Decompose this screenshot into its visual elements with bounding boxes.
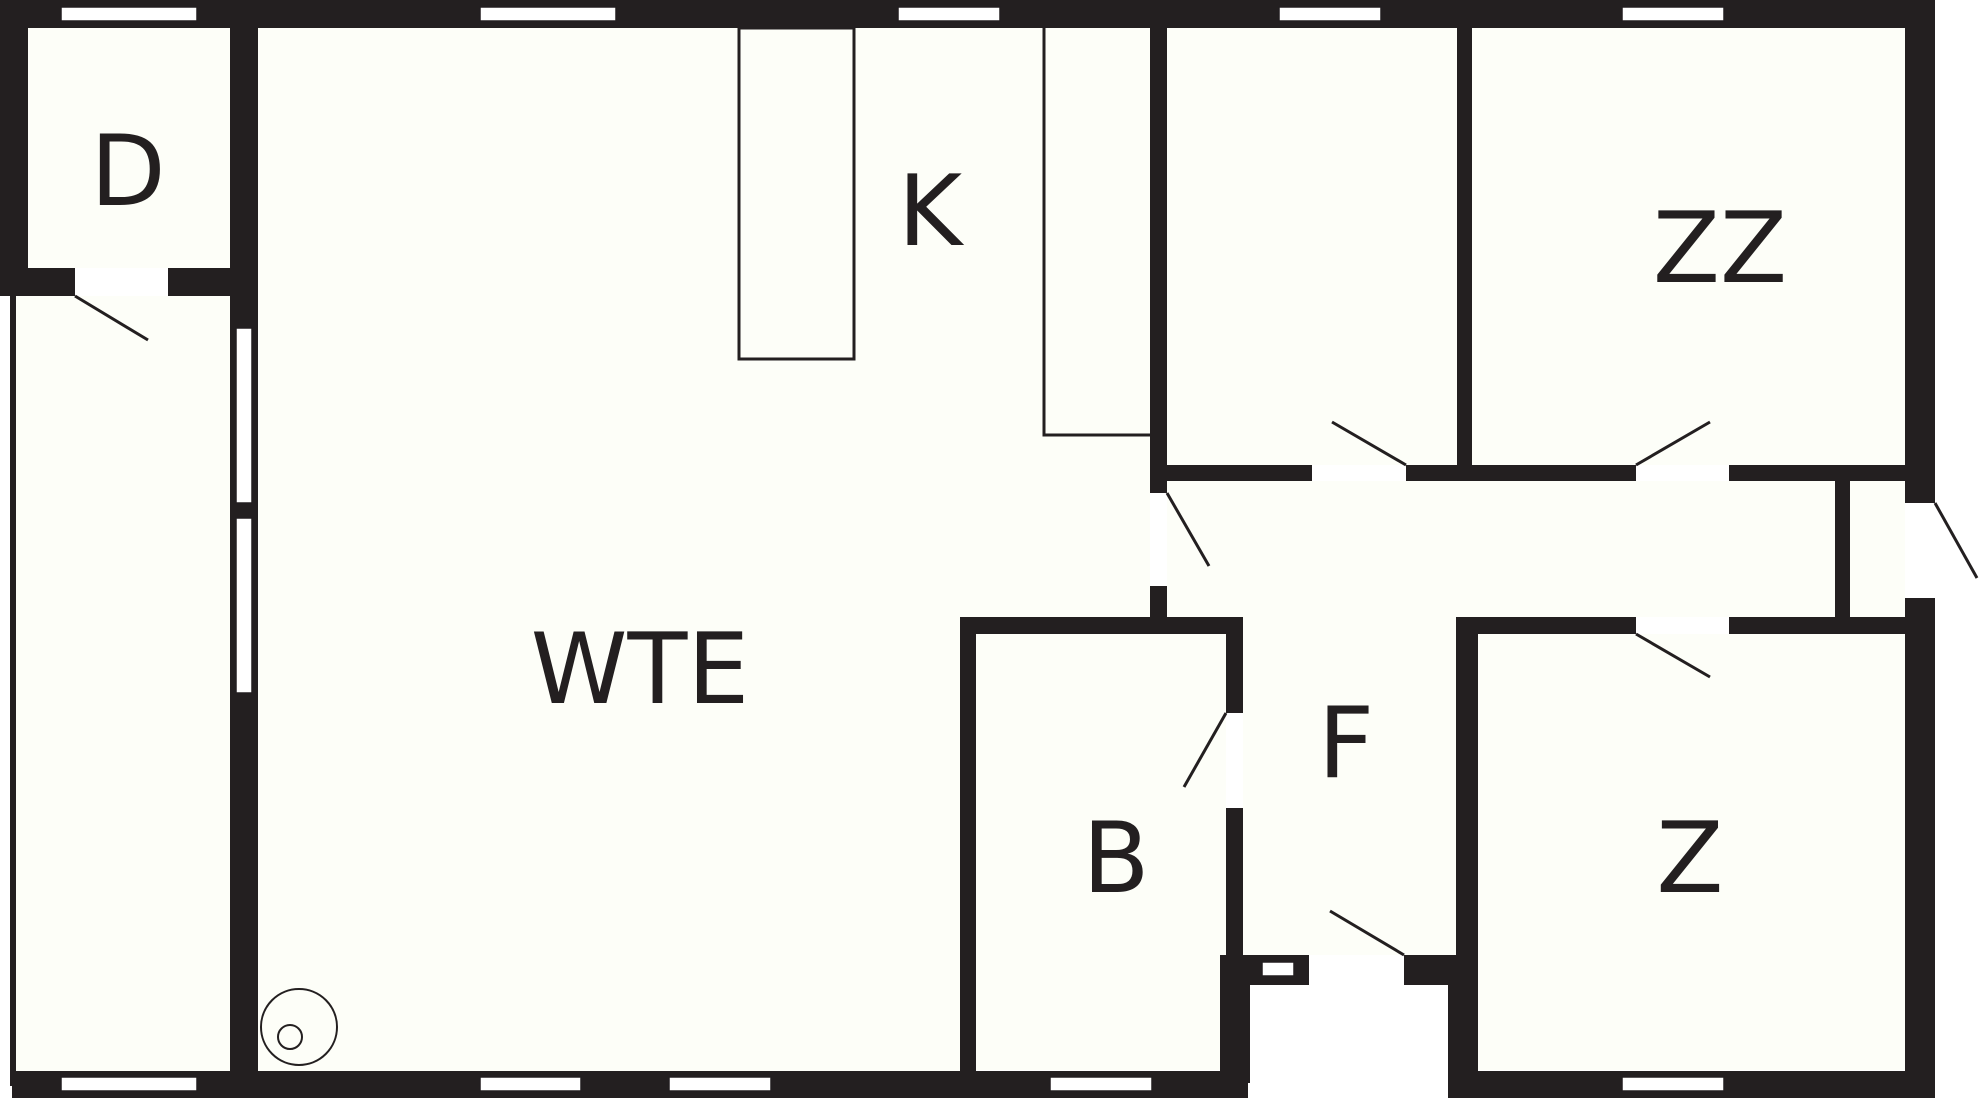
door-opening-entrance xyxy=(1309,955,1404,985)
floor-room-upper xyxy=(1167,28,1457,465)
window-d-top xyxy=(60,6,198,22)
window-bottom-1 xyxy=(60,1076,198,1092)
kitchen-counter-left xyxy=(737,26,856,361)
window-bottom-4 xyxy=(1049,1076,1153,1092)
floor-wte-k xyxy=(258,28,1157,1071)
door-opening-zz xyxy=(1636,465,1729,481)
wall-b-right-top xyxy=(1226,617,1243,713)
window-top-2 xyxy=(897,6,1001,22)
wall-z-top-b xyxy=(1729,617,1919,634)
wall-hall-top-c xyxy=(1729,465,1935,481)
wall-hall-top-b xyxy=(1406,465,1636,481)
door-swing-entrance xyxy=(1329,909,1405,957)
wall-k-divider xyxy=(1150,28,1167,493)
wall-right-lower xyxy=(1905,598,1935,1098)
wall-z-top-a xyxy=(1456,617,1636,634)
window-bottom-3 xyxy=(668,1076,772,1092)
wall-k-divider-lower xyxy=(1150,586,1167,620)
boiler-inner-circle xyxy=(277,1024,303,1050)
wall-b-right-bottom xyxy=(1226,808,1243,955)
door-swing-zz xyxy=(1635,420,1711,467)
room-label-wte: WTE xyxy=(531,613,750,727)
floor-b xyxy=(976,634,1226,1070)
wall-zz-divider xyxy=(1457,28,1472,481)
wall-d-bottom-left xyxy=(0,268,75,296)
door-openings xyxy=(75,268,1935,985)
door-swing-b xyxy=(1182,712,1228,788)
boiler-outer-circle xyxy=(260,988,338,1066)
room-label-k: K xyxy=(898,155,965,269)
door-opening-right xyxy=(1905,503,1935,598)
walls xyxy=(0,0,1935,1098)
door-opening-b xyxy=(1226,713,1243,808)
door-swing-upper xyxy=(1331,420,1407,467)
door-opening-z xyxy=(1636,617,1729,634)
wall-b-left xyxy=(960,617,976,1098)
window-corridor-1 xyxy=(235,327,253,504)
door-opening-kitchen-hall xyxy=(1150,493,1167,586)
window-bottom-5 xyxy=(1621,1076,1725,1092)
wall-corridor-left xyxy=(10,296,16,1086)
room-label-f: F xyxy=(1318,687,1374,801)
wall-d-bottom-right xyxy=(168,268,258,296)
door-swing-right xyxy=(1933,502,1979,579)
window-top-4 xyxy=(1621,6,1725,22)
window-top-3 xyxy=(1278,6,1382,22)
room-label-d: D xyxy=(90,115,165,229)
floor-hall xyxy=(1167,465,1905,985)
window-corridor-2 xyxy=(235,517,253,694)
door-opening-upper xyxy=(1312,465,1406,481)
boiler xyxy=(260,988,338,1066)
door-swing-d xyxy=(74,294,149,342)
door-swing-z xyxy=(1635,632,1711,679)
wall-d-right xyxy=(230,0,258,296)
room-label-z: Z xyxy=(1656,802,1723,916)
kitchen-counters xyxy=(737,26,1150,437)
room-label-b: B xyxy=(1082,802,1149,916)
floor-d xyxy=(28,28,230,268)
wall-hall-top-a xyxy=(1167,465,1312,481)
door-opening-d xyxy=(75,268,168,296)
floor-areas xyxy=(16,28,1906,1071)
door-swing-kitchen-hall xyxy=(1165,492,1211,567)
openings xyxy=(60,6,1725,1092)
door-swings xyxy=(74,294,1979,957)
wall-b-top xyxy=(960,617,1243,634)
wall-right-upper xyxy=(1905,0,1935,503)
room-label-zz: ZZ xyxy=(1653,192,1787,306)
wall-hall-stub xyxy=(1835,481,1850,617)
floor-corridor-left xyxy=(16,296,230,1071)
wall-d-left xyxy=(0,0,28,296)
window-bottom-2 xyxy=(479,1076,582,1092)
window-top-1 xyxy=(479,6,617,22)
kitchen-counter-right xyxy=(1042,28,1150,437)
floor-zz xyxy=(1472,28,1905,465)
floor-z xyxy=(1478,634,1906,1070)
window-hall-bottom xyxy=(1261,961,1295,977)
